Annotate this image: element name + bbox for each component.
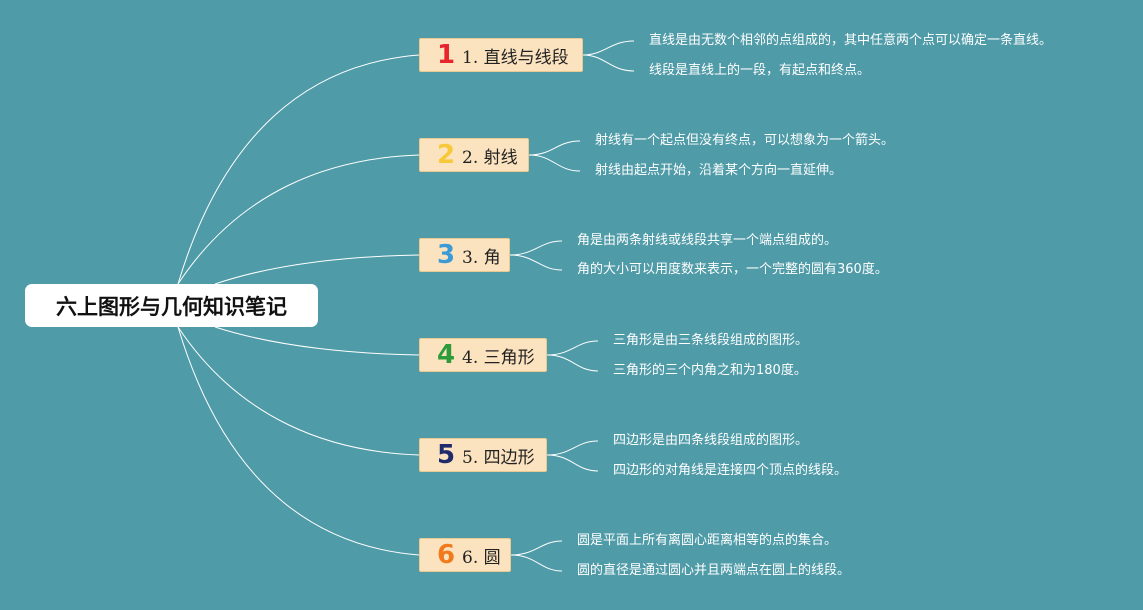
branch-topic-1[interactable]: 1 1. 直线与线段 <box>419 38 583 72</box>
note-text: 角的大小可以用度数来表示，一个完整的圆有360度。 <box>577 262 888 277</box>
note-connector-2b <box>528 154 581 172</box>
root-connector-6 <box>177 326 420 556</box>
number-4-icon: 4 <box>436 340 456 370</box>
root-connector-1 <box>177 54 420 285</box>
branch-topic-5[interactable]: 5 5. 四边形 <box>419 438 547 472</box>
root-connector-2 <box>177 154 420 285</box>
branch-label: 2. 射线 <box>462 147 518 168</box>
branch-topic-6[interactable]: 6 6. 圆 <box>419 538 511 572</box>
note-connector-5a <box>546 440 599 456</box>
root-topic[interactable]: 六上图形与几何知识笔记 <box>25 284 318 327</box>
branch-label: 6. 圆 <box>462 547 501 568</box>
note-text: 线段是直线上的一段，有起点和终点。 <box>649 63 871 78</box>
root-title: 六上图形与几何知识笔记 <box>56 294 287 319</box>
note-connector-5b <box>546 454 599 472</box>
number-5-icon: 5 <box>436 440 456 470</box>
note-text: 圆是平面上所有离圆心距离相等的点的集合。 <box>577 533 838 548</box>
root-connector-3 <box>214 254 420 285</box>
branch-topic-4[interactable]: 4 4. 三角形 <box>419 338 547 372</box>
branch-label: 5. 四边形 <box>462 447 535 468</box>
note-connector-1a <box>582 40 635 56</box>
note-text: 四边形是由四条线段组成的图形。 <box>613 433 809 448</box>
note-connector-4b <box>546 354 599 372</box>
note-connector-6a <box>510 540 563 556</box>
branch-topic-2[interactable]: 2 2. 射线 <box>419 138 529 172</box>
note-text: 角是由两条射线或线段共享一个端点组成的。 <box>577 233 838 248</box>
note-text: 三角形的三个内角之和为180度。 <box>613 363 807 378</box>
branch-topic-3[interactable]: 3 3. 角 <box>419 238 510 272</box>
number-6-icon: 6 <box>436 540 456 570</box>
note-text: 射线有一个起点但没有终点，可以想象为一个箭头。 <box>595 133 895 148</box>
note-connector-6b <box>510 554 563 572</box>
note-connector-3b <box>509 254 563 271</box>
note-text: 直线是由无数个相邻的点组成的，其中任意两个点可以确定一条直线。 <box>649 33 1053 48</box>
number-1-icon: 1 <box>436 40 456 70</box>
note-connector-4a <box>546 340 599 356</box>
note-text: 射线由起点开始，沿着某个方向一直延伸。 <box>595 163 843 178</box>
note-connector-3a <box>509 240 563 256</box>
root-connector-5 <box>177 326 420 456</box>
note-text: 圆的直径是通过圆心并且两端点在圆上的线段。 <box>577 563 851 578</box>
note-text: 三角形是由三条线段组成的图形。 <box>613 333 809 348</box>
note-connector-1b <box>582 54 635 72</box>
note-connector-2a <box>528 140 581 156</box>
note-text: 四边形的对角线是连接四个顶点的线段。 <box>613 463 848 478</box>
number-2-icon: 2 <box>436 140 456 170</box>
branch-label: 3. 角 <box>462 247 501 268</box>
branch-label: 4. 三角形 <box>462 347 535 368</box>
branch-label: 1. 直线与线段 <box>462 47 569 68</box>
root-connector-4 <box>214 326 420 356</box>
number-3-icon: 3 <box>436 240 456 270</box>
